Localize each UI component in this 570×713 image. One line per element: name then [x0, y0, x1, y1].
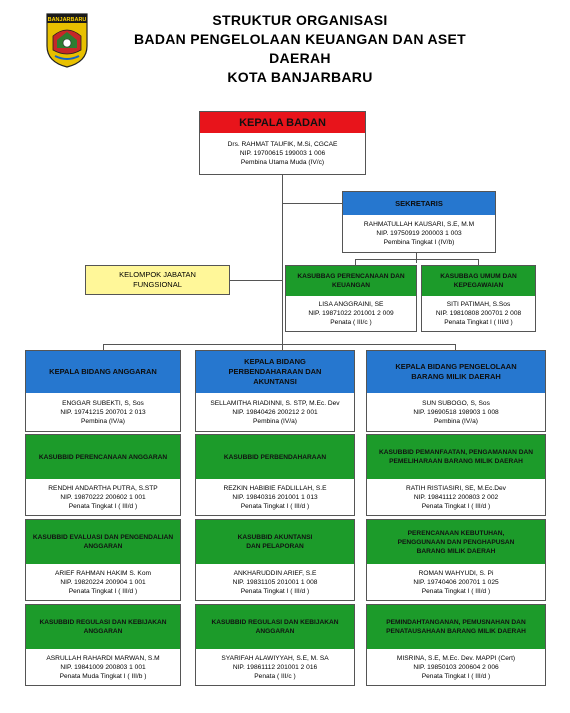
kasubbid-name: MISRINA, S.E, M.Ec. Dev. MAPPI (Cert) [396, 654, 516, 662]
connector-line [355, 259, 479, 260]
kasubbid-nip: NIP. 19850103 200604 2 006 [413, 663, 499, 671]
kasubbag-title: KASUBBAG PERENCANAAN DAN KEUANGAN [286, 266, 416, 296]
kasubbid-title: KASUBBID REGULASI DAN KEBIJAKAN ANGGARAN [26, 605, 180, 649]
kepala-bidang-title: KEPALA BIDANG PENGELOLAAN BARANG MILIK D… [367, 351, 545, 393]
sekretaris-title: SEKRETARIS [343, 192, 495, 215]
kasubbid-box: KASUBBID REGULASI DAN KEBIJAKAN ANGGARAN… [195, 604, 355, 686]
connector-line [355, 259, 356, 265]
kepala-bidang-nip: NIP. 19840426 200212 2 001 [232, 408, 318, 416]
page-title: STRUKTUR ORGANISASI BADAN PENGELOLAAN KE… [110, 11, 490, 87]
kasubbid-nip: NIP. 19740406 200701 1 025 [413, 578, 499, 586]
kasubbid-name: RENDHI ANDARTHA PUTRA, S.STP [48, 484, 158, 492]
kasubbid-rank: Penata Tingkat I ( III/d ) [68, 587, 138, 595]
kasubbid-name: ASRULLAH RAHARDI MARWAN, S.M [46, 654, 160, 662]
kasubbid-title: PEMINDAHTANGANAN, PEMUSNAHAN DAN PENATAU… [367, 605, 545, 649]
kasubbid-box: KASUBBID EVALUASI DAN PENGENDALIAN ANGGA… [25, 519, 181, 601]
kasubbid-box: KASUBBID PEMANFAATAN, PENGAMANAN DAN PEM… [366, 434, 546, 516]
sekretaris-name: RAHMATULLAH KAUSARI, S.E, M.M [363, 221, 475, 228]
kepala-nip: NIP. 19700615 199003 1 006 [239, 150, 326, 157]
kasubbid-rank: Penata Tingkat I ( III/d ) [421, 672, 491, 680]
logo-text: BANJARBARU [48, 17, 87, 23]
sekretaris-rank: Pembina Tingkat I (IV/b) [383, 239, 455, 246]
title-line-2: BADAN PENGELOLAAN KEUANGAN DAN ASET DAER… [134, 31, 466, 66]
connector-line [282, 174, 283, 350]
kepala-bidang-box: KEPALA BIDANG PERBENDAHARAAN DAN AKUNTAN… [195, 350, 355, 432]
connector-line [282, 203, 342, 204]
kasubbid-box: KASUBBID PERBENDAHARAAN REZKIN HABIBIE F… [195, 434, 355, 516]
kasubbid-nip: NIP. 19831105 201001 1 008 [232, 578, 318, 586]
kasubbag-rank: Penata Tingkat I ( III/d ) [444, 319, 513, 326]
connector-line [455, 344, 456, 350]
kasubbag-nip: NIP. 19810808 200701 2 008 [435, 310, 522, 317]
kasubbid-rank: Penata Tingkat I ( III/d ) [68, 502, 138, 510]
kasubbid-title: KASUBBID PERENCANAAN ANGGARAN [26, 435, 180, 479]
kasubbid-rank: Penata Tingkat I ( III/d ) [421, 587, 491, 595]
kepala-bidang-rank: Pembina (IV/a) [253, 417, 297, 425]
kasubbid-nip: NIP. 19820224 200904 1 001 [60, 578, 146, 586]
kasubbid-nip: NIP. 19840316 201001 1 013 [232, 493, 318, 501]
kasubbid-rank: Penata Tingkat I ( III/d ) [240, 587, 310, 595]
kasubbag-name: LISA ANGGRAINI, SE [318, 301, 384, 308]
connector-line [103, 344, 456, 345]
kepala-bidang-box: KEPALA BIDANG ANGGARAN ENGGAR SUBEKTI, S… [25, 350, 181, 432]
kasubbid-box: KASUBBID AKUNTANSI DAN PELAPORAN ANKHARU… [195, 519, 355, 601]
kepala-bidang-name: ENGGAR SUBEKTI, S, Sos [62, 399, 144, 407]
kasubbid-nip: NIP. 19870222 200602 1 001 [60, 493, 146, 501]
fungsional-title: KELOMPOK JABATAN FUNGSIONAL [119, 270, 196, 289]
kasubbag-title: KASUBBAG UMUM DAN KEPEGAWAIAN [422, 266, 535, 296]
kasubbag-rank: Penata ( III/c ) [330, 319, 372, 326]
kepala-bidang-nip: NIP. 19741215 200701 2 013 [60, 408, 146, 416]
kasubbid-nip: NIP. 19841112 200803 2 002 [413, 493, 499, 501]
kasubbag-nip: NIP. 19871022 201001 2 009 [308, 310, 394, 317]
connector-line [103, 344, 104, 350]
kepala-bidang-title: KEPALA BIDANG ANGGARAN [26, 351, 180, 393]
kepala-bidang-name: SUN SUBOGO, S, Sos [422, 399, 490, 407]
kasubbid-nip: NIP. 19861112 201001 2 016 [232, 663, 318, 671]
connector-line [478, 259, 479, 265]
sekretaris-nip: NIP. 19750919 200003 1 003 [376, 230, 462, 237]
kasubbid-box: KASUBBID PERENCANAAN ANGGARAN RENDHI AND… [25, 434, 181, 516]
connector-line [416, 253, 417, 263]
kasubbid-name: REZKIN HABIBIE FADLILLAH, S.E [223, 484, 327, 492]
kepala-bidang-name: SELLAMITHA RIADINNI, S. STP, M.Ec. Dev [210, 399, 340, 407]
banjarbaru-logo: BANJARBARU [46, 13, 88, 68]
kasubbid-title: KASUBBID REGULASI DAN KEBIJAKAN ANGGARAN [196, 605, 354, 649]
kepala-bidang-rank: Pembina (IV/a) [434, 417, 478, 425]
title-line-1: STRUKTUR ORGANISASI [212, 12, 388, 28]
kepala-bidang-nip: NIP. 19690518 198903 1 008 [413, 408, 499, 416]
kasubbid-title: KASUBBID AKUNTANSI DAN PELAPORAN [196, 520, 354, 564]
connector-line [230, 280, 282, 281]
kasubbid-name: ANKHARUDDIN ARIEF, S.E [233, 569, 317, 577]
kepala-bidang-rank: Pembina (IV/a) [81, 417, 125, 425]
kepala-bidang-box: KEPALA BIDANG PENGELOLAAN BARANG MILIK D… [366, 350, 546, 432]
kasubbid-rank: Penata Tingkat I ( III/d ) [421, 502, 491, 510]
kasubbid-name: ROMAN WAHYUDI, S. Pi [418, 569, 494, 577]
sekretaris-box: SEKRETARIS RAHMATULLAH KAUSARI, S.E, M.M… [342, 191, 496, 253]
kasubbid-title: KASUBBID PERBENDAHARAAN [196, 435, 354, 479]
kasubbid-box: KASUBBID REGULASI DAN KEBIJAKAN ANGGARAN… [25, 604, 181, 686]
kasubbid-title: KASUBBID PEMANFAATAN, PENGAMANAN DAN PEM… [367, 435, 545, 479]
fungsional-box: KELOMPOK JABATAN FUNGSIONAL [85, 265, 230, 295]
kepala-badan-box: KEPALA BADAN Drs. RAHMAT TAUFIK, M.Si, C… [199, 111, 366, 175]
kasubbid-rank: Penata Muda Tingkat I ( III/b ) [59, 672, 147, 680]
title-line-3: KOTA BANJARBARU [227, 69, 373, 85]
kasubbid-name: SYARIFAH ALAWIYYAH, S.E, M. SA [221, 654, 329, 662]
kasubbid-nip: NIP. 19841009 200803 1 001 [60, 663, 146, 671]
kasubbag-box: KASUBBAG UMUM DAN KEPEGAWAIAN SITI PATIM… [421, 265, 536, 332]
kasubbid-title: PERENCANAAN KEBUTUHAN, PENGGUNAAN DAN PE… [367, 520, 545, 564]
kepala-name: Drs. RAHMAT TAUFIK, M.Si, CGCAE [227, 141, 338, 148]
kepala-rank: Pembina Utama Muda (IV/c) [240, 159, 325, 166]
kasubbid-box: PERENCANAAN KEBUTUHAN, PENGGUNAAN DAN PE… [366, 519, 546, 601]
kasubbag-box: KASUBBAG PERENCANAAN DAN KEUANGAN LISA A… [285, 265, 417, 332]
kasubbag-name: SITI PATIMAH, S.Sos [446, 301, 511, 308]
kepala-bidang-title: KEPALA BIDANG PERBENDAHARAAN DAN AKUNTAN… [196, 351, 354, 393]
kasubbid-rank: Penata ( III/c ) [254, 672, 296, 680]
kasubbid-name: ARIEF RAHMAN HAKIM S. Kom [55, 569, 151, 577]
kepala-badan-title: KEPALA BADAN [200, 112, 365, 133]
kasubbid-name: RATIH RISTIASIRI, SE, M.Ec.Dev [406, 484, 506, 492]
kasubbid-rank: Penata Tingkat I ( III/d ) [240, 502, 310, 510]
kasubbid-box: PEMINDAHTANGANAN, PEMUSNAHAN DAN PENATAU… [366, 604, 546, 686]
kasubbid-title: KASUBBID EVALUASI DAN PENGENDALIAN ANGGA… [26, 520, 180, 564]
